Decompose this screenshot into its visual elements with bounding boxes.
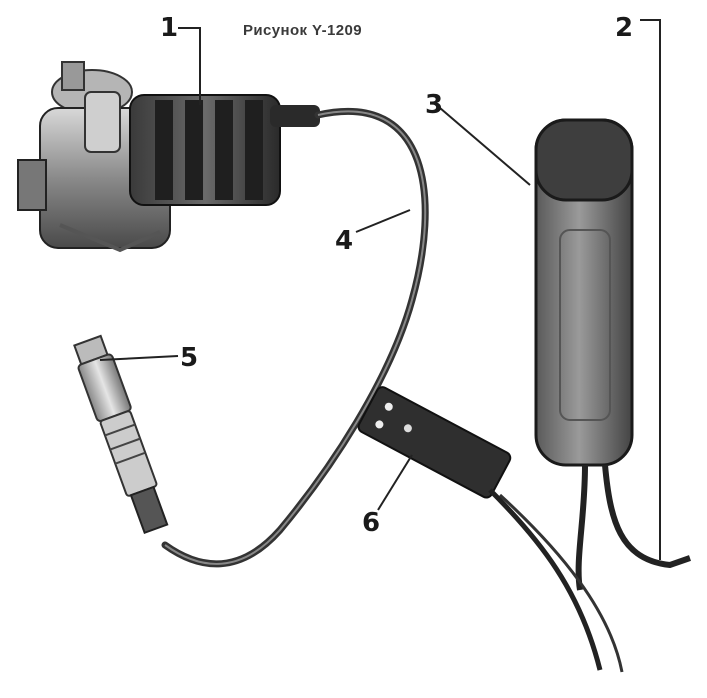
callout-2: 2: [615, 13, 634, 43]
callout-6: 6: [362, 508, 381, 538]
distributor: [17, 61, 320, 253]
ignition-coil: [534, 118, 691, 591]
callout-3: 3: [425, 90, 444, 120]
figure-caption: Рисунок Y-1209: [243, 22, 362, 39]
callout-5: 5: [180, 343, 199, 373]
inductive-clamp: [357, 386, 512, 499]
spark-plug: [73, 334, 169, 535]
callout-1: 1: [160, 13, 179, 43]
callout-4: 4: [335, 226, 354, 256]
